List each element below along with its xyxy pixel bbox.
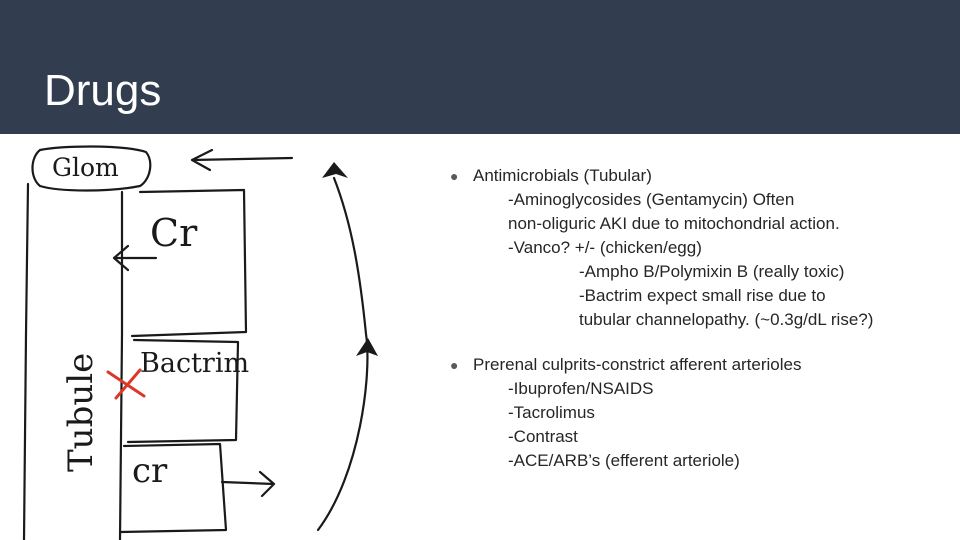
- bactrim-label: Bactrim: [140, 348, 249, 379]
- arrowhead-mid: [356, 338, 378, 356]
- tubule-right-wall: [118, 190, 124, 540]
- bullet-prerenal: ● Prerenal culprits-constrict afferent a…: [450, 353, 950, 473]
- glom-outline: [31, 145, 152, 192]
- arrow-left-cr: [112, 244, 158, 272]
- bullet-dot: ●: [450, 168, 459, 184]
- bullet-line: -Bactrim expect small rise due to: [579, 286, 826, 305]
- bullet-list: ● Antimicrobials (Tubular) -Aminoglycosi…: [450, 164, 950, 473]
- cr-bottom-box: [118, 442, 228, 534]
- bullet-line: -Tacrolimus: [508, 403, 595, 422]
- bullet-line: Prerenal culprits-constrict afferent art…: [473, 355, 802, 374]
- page-title: Drugs: [44, 66, 162, 115]
- bullet-line: tubular channelopathy. (~0.3g/dL rise?): [579, 310, 874, 329]
- bactrim-box: [126, 338, 240, 444]
- curved-arrow: [316, 176, 369, 532]
- bullet-line: -Contrast: [508, 427, 578, 446]
- tubule-left-wall: [22, 182, 30, 540]
- cr-top-label: Cr: [150, 211, 198, 255]
- bullet-line: -Aminoglycosides (Gentamycin) Often: [508, 190, 795, 209]
- red-x-mark: [106, 368, 146, 400]
- cr-top-box: [130, 188, 248, 338]
- bullet-dot: ●: [450, 357, 459, 373]
- tubule-label: Tubule: [61, 353, 101, 472]
- arrow-to-glom: [190, 148, 294, 172]
- bullet-antimicrobials: ● Antimicrobials (Tubular) -Aminoglycosi…: [450, 164, 950, 332]
- arrow-right-cr: [220, 470, 276, 498]
- bullet-line: -Ampho B/Polymixin B (really toxic): [579, 262, 845, 281]
- title-bar: Drugs: [0, 0, 960, 134]
- bullet-line: -Ibuprofen/NSAIDS: [508, 379, 654, 398]
- cr-bottom-label: cr: [132, 451, 168, 491]
- arrowhead-top: [322, 162, 348, 178]
- nephron-sketch: Glom Cr Bactrim cr Tubule: [22, 145, 378, 540]
- bullet-line: -ACE/ARB’s (efferent arteriole): [508, 451, 740, 470]
- bullet-line: non-oliguric AKI due to mitochondrial ac…: [508, 214, 840, 233]
- glom-label: Glom: [52, 153, 119, 182]
- bullet-line: Antimicrobials (Tubular): [473, 166, 652, 185]
- bullet-line: -Vanco? +/- (chicken/egg): [508, 238, 702, 257]
